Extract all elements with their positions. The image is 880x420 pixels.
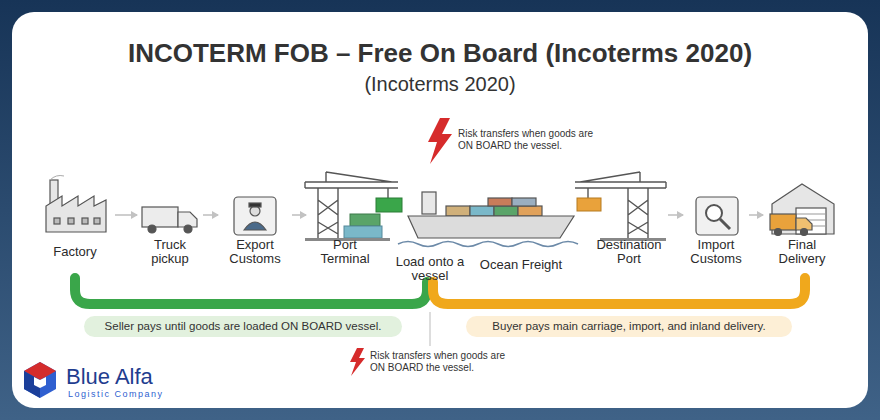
logo-name: Blue Alfa (66, 364, 206, 390)
step-label: Import Customs (686, 238, 746, 266)
risk-callout: Risk transfers when goods are ON BOARD t… (370, 350, 510, 374)
process-step: Final Delivery (766, 175, 838, 266)
flow-arrow (115, 214, 137, 216)
process-step: Import Customs (686, 175, 746, 266)
step-label: Factory (38, 245, 112, 259)
step-label: Destination Port (593, 238, 665, 266)
note-text: Seller pays until goods are loaded ON BO… (94, 320, 392, 333)
step-label: Port Terminal (309, 238, 381, 266)
subtitle: (Incoterms 2020) (0, 72, 880, 96)
process-step: Load onto a vessel (392, 175, 468, 283)
flow-arrow (203, 214, 218, 216)
step-label: Final Delivery (766, 238, 838, 266)
step-label: Export Customs (221, 238, 289, 266)
cost-note-box: Buyer pays main carriage, import, and in… (466, 316, 792, 337)
process-step: Factory (38, 175, 112, 259)
cost-note-box: Seller pays until goods are loaded ON BO… (84, 316, 402, 337)
process-step: Ocean Freight (474, 175, 568, 272)
process-step: Export Customs (221, 175, 289, 266)
title: INCOTERM FOB – Free On Board (Incoterms … (0, 38, 880, 68)
step-label: Load onto a vessel (392, 255, 468, 283)
step-label: Ocean Freight (474, 258, 568, 272)
logo-tagline: Logistic Company (68, 389, 208, 400)
note-text: Buyer pays main carriage, import, and in… (476, 320, 782, 333)
process-step: Truck pickup (140, 175, 200, 266)
flow-arrow (292, 214, 306, 216)
flow-arrow (668, 214, 683, 216)
risk-callout: Risk transfers when goods are ON BOARD t… (458, 128, 598, 152)
process-step: Port Terminal (309, 175, 381, 266)
process-step: Destination Port (593, 175, 665, 266)
flow-arrow (749, 214, 763, 216)
step-label: Truck pickup (140, 238, 200, 266)
